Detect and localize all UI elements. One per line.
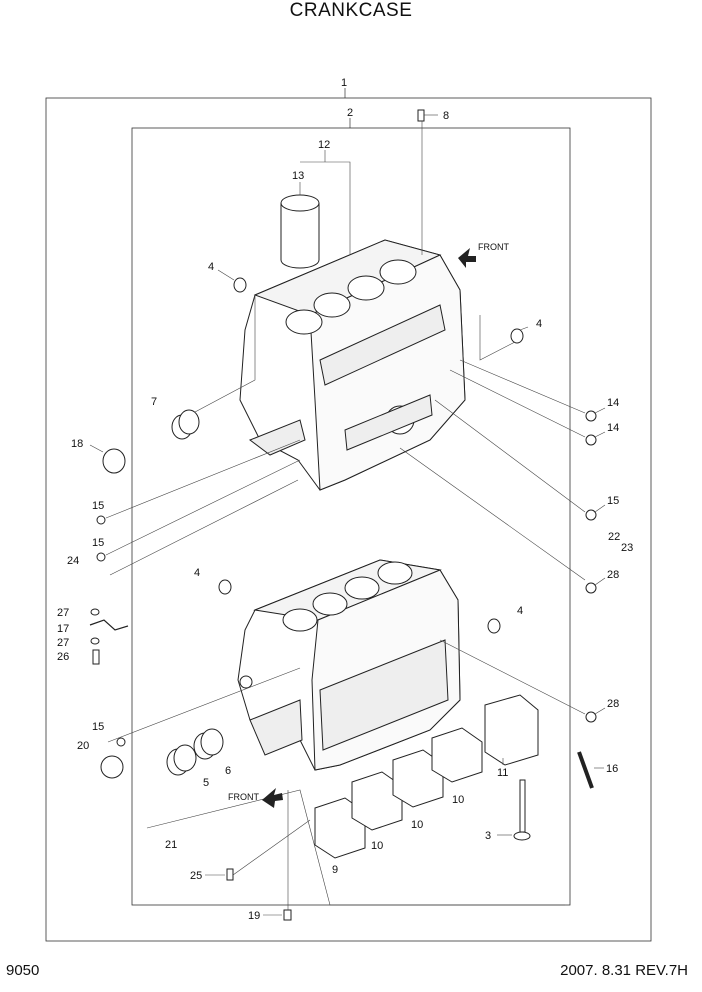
callout-23: 23: [621, 542, 633, 554]
callout-1: 1: [341, 77, 347, 89]
callout-10c: 10: [371, 840, 383, 852]
callout-4c: 4: [194, 567, 200, 579]
callout-14b: 14: [607, 422, 619, 434]
oil-jet[interactable]: [89, 619, 129, 631]
callout-24: 24: [67, 555, 79, 567]
page-code: 9050: [6, 962, 40, 979]
bearing-caps[interactable]: [314, 694, 539, 859]
callout-5: 5: [203, 777, 209, 789]
callout-10a: 10: [452, 794, 464, 806]
callout-19: 19: [248, 910, 260, 922]
callout-14a: 14: [607, 397, 619, 409]
revision-date: 2007. 8.31 REV.7H: [560, 962, 688, 979]
front-arrow-lower: [262, 788, 283, 808]
assembly-frame-1: [45, 97, 652, 942]
callout-2: 2: [347, 107, 353, 119]
lower-crankcase-block[interactable]: [237, 559, 461, 771]
callout-27a: 27: [57, 607, 69, 619]
upper-crankcase-block[interactable]: [239, 239, 466, 491]
callout-28a: 28: [607, 569, 619, 581]
callout-6: 6: [225, 765, 231, 777]
front-arrow-upper: [458, 248, 476, 268]
leader-lines: [89, 114, 606, 916]
callout-11: 11: [497, 767, 508, 779]
callout-27b: 27: [57, 637, 69, 649]
callout-3: 3: [485, 830, 491, 842]
dowel-pin-16[interactable]: [577, 751, 594, 789]
callout-16: 16: [606, 763, 618, 775]
callout-15d: 15: [92, 721, 104, 733]
callout-7: 7: [151, 396, 157, 408]
page-title: CRANKCASE: [289, 0, 413, 21]
callout-20: 20: [77, 740, 89, 752]
callout-9: 9: [332, 864, 338, 876]
callout-15a: 15: [92, 500, 104, 512]
callout-25: 25: [190, 870, 202, 882]
callout-12: 12: [318, 139, 330, 151]
callout-26: 26: [57, 651, 69, 663]
callout-4b: 4: [536, 318, 542, 330]
plugs[interactable]: [90, 109, 597, 921]
callout-15b: 15: [607, 495, 619, 507]
callout-22: 22: [608, 531, 620, 543]
callout-21: 21: [165, 839, 177, 851]
front-label-lower: FRONT: [228, 792, 259, 802]
callout-17: 17: [57, 623, 69, 635]
callout-13: 13: [292, 170, 304, 182]
callout-4a: 4: [208, 261, 214, 273]
callout-15c: 15: [92, 537, 104, 549]
cylinder-liner[interactable]: [280, 194, 320, 269]
callout-numbers: 1 2 8 12 13 4 4 7 18 14 14 15 15 15 22 2…: [57, 77, 633, 922]
bushings[interactable]: [166, 409, 224, 776]
callout-10b: 10: [411, 819, 423, 831]
front-label-upper: FRONT: [478, 242, 509, 252]
callout-8: 8: [443, 110, 449, 122]
callout-28b: 28: [607, 698, 619, 710]
callout-18: 18: [71, 438, 83, 450]
main-bearing-bolt[interactable]: [513, 779, 531, 841]
callout-4d: 4: [517, 605, 523, 617]
